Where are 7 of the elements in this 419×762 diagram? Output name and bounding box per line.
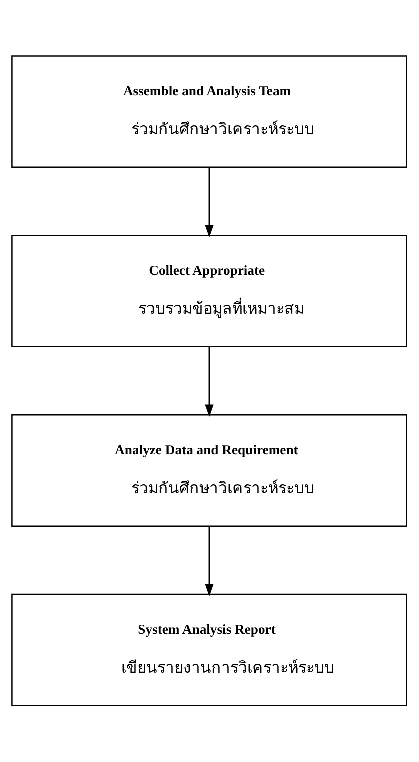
- node-box: Assemble and Analysis Team ร่วมกันศึกษาวิเคราะห์ระบบ: [12, 56, 408, 168]
- node-box: Collect Appropriate รวบรวมข้อมูลที่เหมาะสม: [12, 235, 408, 348]
- arrow: [205, 346, 214, 418]
- arrow: [205, 526, 214, 597]
- node-box: System Analysis Report เขียนรายงานการวิเคราะห์ระบบ: [12, 594, 408, 706]
- node-box: Analyze Data and Requirement ร่วมกันศึกษาวิเคราะห์ระบบ: [12, 414, 408, 527]
- arrow: [205, 168, 214, 238]
